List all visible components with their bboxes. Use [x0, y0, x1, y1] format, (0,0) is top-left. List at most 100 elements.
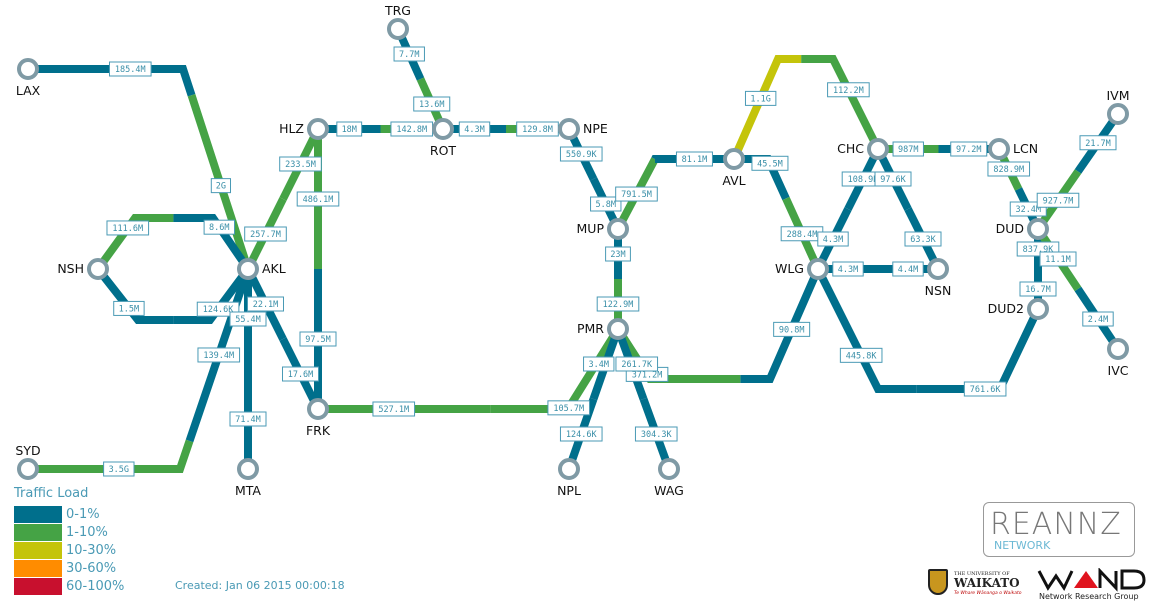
link-bandwidth-label[interactable]: 129.8M — [516, 121, 559, 137]
link-bandwidth-label[interactable]: 761.6K — [963, 381, 1007, 397]
waikato-logo[interactable]: THE UNIVERSITY OF WAIKATO Te Whare Wānan… — [926, 569, 1026, 601]
link-half-outbound[interactable] — [730, 55, 802, 161]
link-bandwidth-label[interactable]: 90.8M — [773, 321, 811, 337]
node-nsn[interactable]: NSN — [925, 258, 952, 298]
link-bandwidth-label[interactable]: 63.3K — [904, 231, 942, 247]
link-half-outbound[interactable] — [28, 65, 196, 97]
link-half-inbound[interactable] — [28, 439, 194, 473]
link-bandwidth-label[interactable]: 45.5M — [751, 155, 789, 171]
link-half-outbound[interactable] — [916, 307, 1042, 393]
node-ring-icon[interactable] — [87, 258, 109, 280]
node-mup[interactable]: MUP — [577, 218, 629, 240]
node-frk[interactable]: FRK — [306, 398, 331, 438]
link-bandwidth-label[interactable]: 2G — [210, 178, 232, 194]
node-lcn[interactable]: LCN — [988, 138, 1038, 160]
link-bandwidth-label[interactable]: 987M — [892, 141, 924, 157]
link-bandwidth-label[interactable]: 4.4M — [892, 261, 924, 277]
link-bandwidth-label[interactable]: 8.6M — [203, 219, 236, 235]
link-bandwidth-label[interactable]: 18M — [336, 121, 363, 137]
node-ring-icon[interactable] — [237, 458, 259, 480]
link-bandwidth-label[interactable]: 550.9K — [559, 146, 603, 162]
link-bandwidth-label[interactable]: 11.1M — [1039, 251, 1077, 267]
node-npl[interactable]: NPL — [557, 458, 581, 498]
link-lcn-dud[interactable] — [995, 147, 1042, 231]
link-akl-syd[interactable] — [28, 267, 252, 473]
link-bandwidth-label[interactable]: 97.5M — [299, 331, 337, 347]
node-ring-icon[interactable] — [17, 58, 39, 80]
link-bandwidth-label[interactable]: 71.4M — [229, 411, 267, 427]
link-half-outbound[interactable] — [740, 267, 822, 383]
node-syd[interactable]: SYD — [15, 443, 41, 480]
link-bandwidth-label[interactable]: 22.1M — [247, 296, 284, 312]
node-ring-icon[interactable] — [1107, 338, 1129, 360]
node-akl[interactable]: AKL — [237, 258, 286, 280]
link-bandwidth-label[interactable]: 122.9M — [596, 296, 640, 312]
node-rot[interactable]: ROT — [430, 118, 457, 158]
node-ivc[interactable]: IVC — [1107, 338, 1129, 378]
node-hlz[interactable]: HLZ — [279, 118, 329, 140]
node-ring-icon[interactable] — [558, 118, 580, 140]
link-pmr-wag[interactable] — [614, 327, 673, 471]
node-ring-icon[interactable] — [307, 118, 329, 140]
node-ring-icon[interactable] — [1107, 103, 1129, 125]
link-bandwidth-label[interactable]: 111.6M — [106, 220, 150, 236]
link-nsh-akl[interactable] — [94, 266, 252, 324]
node-ring-icon[interactable] — [1027, 298, 1049, 320]
link-bandwidth-label[interactable]: 3.5G — [103, 461, 135, 477]
link-bandwidth-label[interactable]: 233.5M — [279, 156, 322, 172]
link-ivm-dud[interactable] — [1034, 111, 1122, 232]
link-bandwidth-label[interactable]: 927.7M — [1036, 192, 1080, 208]
link-bandwidth-label[interactable]: 124.6K — [196, 301, 240, 317]
node-trg[interactable]: TRG — [384, 3, 411, 40]
node-pmr[interactable]: PMR — [577, 318, 629, 340]
node-npe[interactable]: NPE — [558, 118, 608, 140]
link-npe-mup[interactable] — [565, 127, 622, 231]
link-bandwidth-label[interactable]: 7.7M — [393, 46, 425, 62]
link-bandwidth-label[interactable]: 486.1M — [296, 191, 340, 207]
node-ring-icon[interactable] — [988, 138, 1010, 160]
link-bandwidth-label[interactable]: 23M — [605, 246, 631, 262]
link-bandwidth-label[interactable]: 257.7M — [244, 226, 287, 242]
link-bandwidth-label[interactable]: 5.8M — [590, 196, 622, 212]
link-chc-nsn[interactable] — [874, 147, 942, 271]
link-bandwidth-label[interactable]: 112.2M — [827, 82, 870, 98]
link-bandwidth-label[interactable]: 288.4M — [780, 226, 824, 242]
node-ring-icon[interactable] — [807, 258, 829, 280]
node-ring-icon[interactable] — [387, 18, 409, 40]
node-dud2[interactable]: DUD2 — [988, 298, 1049, 320]
node-ring-icon[interactable] — [927, 258, 949, 280]
wand-logo[interactable]: Network Research Group — [1036, 567, 1148, 602]
link-pmr-frk[interactable] — [318, 326, 622, 413]
node-mta[interactable]: MTA — [235, 458, 261, 498]
link-bandwidth-label[interactable]: 791.5M — [615, 186, 658, 202]
link-bandwidth-label[interactable]: 828.9M — [987, 161, 1031, 177]
node-ring-icon[interactable] — [432, 118, 454, 140]
node-ring-icon[interactable] — [17, 458, 39, 480]
node-ring-icon[interactable] — [558, 458, 580, 480]
link-avl-wlg[interactable] — [734, 155, 822, 271]
link-bandwidth-label[interactable]: 445.8K — [839, 347, 883, 363]
link-bandwidth-label[interactable]: 21.7M — [1079, 135, 1117, 151]
link-half-outbound[interactable] — [94, 214, 174, 272]
node-wlg[interactable]: WLG — [775, 258, 829, 280]
link-bandwidth-label[interactable]: 1.5M — [113, 300, 145, 316]
link-bandwidth-label[interactable]: 81.1M — [675, 151, 713, 167]
node-ivm[interactable]: IVM — [1106, 88, 1130, 125]
link-bandwidth-label[interactable]: 261.7K — [615, 356, 659, 372]
link-bandwidth-label[interactable]: 1.1G — [744, 90, 777, 106]
link-bandwidth-label[interactable]: 139.4M — [197, 347, 241, 363]
node-ring-icon[interactable] — [607, 218, 629, 240]
link-half-inbound[interactable] — [173, 266, 252, 324]
link-bandwidth-label[interactable]: 2.4M — [1082, 311, 1114, 327]
reannz-logo[interactable]: REANNZ NETWORK — [983, 502, 1135, 557]
node-ring-icon[interactable] — [723, 148, 745, 170]
link-bandwidth-label[interactable]: 4.3M — [832, 261, 864, 277]
link-avl-chc[interactable] — [730, 55, 882, 161]
node-ring-icon[interactable] — [307, 398, 329, 420]
link-bandwidth-label[interactable]: 17.6M — [282, 366, 319, 382]
link-bandwidth-label[interactable]: 124.6K — [559, 426, 603, 442]
link-bandwidth-label[interactable]: 304.3K — [634, 426, 678, 442]
link-half-inbound[interactable] — [814, 267, 917, 393]
link-lax-akl[interactable] — [28, 65, 252, 271]
link-chc-wlg[interactable] — [814, 147, 882, 271]
